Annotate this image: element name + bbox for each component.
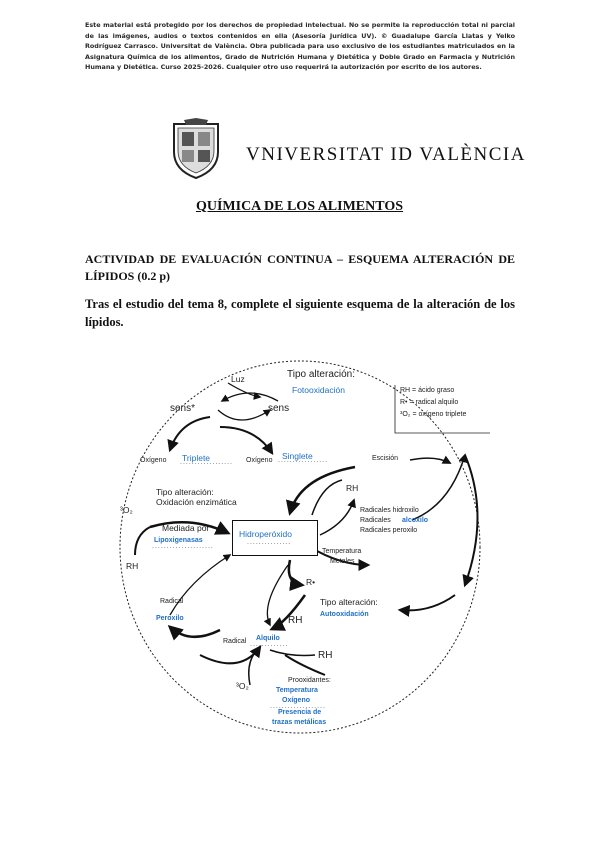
- tipo-alteracion-label: Tipo alteración:: [287, 369, 355, 380]
- tipo-alteracion-label-2: Tipo alteración:: [156, 487, 214, 497]
- rh-label-3: RH: [318, 650, 333, 661]
- alquilo-answer: Alquilo: [256, 635, 280, 642]
- rh-label-1: RH: [346, 483, 359, 493]
- singlete-answer: Singlete: [282, 451, 313, 461]
- radical-label-2: Radical: [223, 638, 247, 645]
- page-title: QUÍMICA DE LOS ALIMENTOS: [195, 199, 404, 214]
- hidroperoxido-blank: ...............: [247, 539, 292, 546]
- rh-left-label: RH: [126, 561, 139, 571]
- triplete-blank: ..................: [180, 459, 234, 466]
- tipo-alteracion-label-3: Tipo alteración:: [320, 597, 378, 607]
- luz-label: Luz: [231, 374, 245, 384]
- activity-heading: ACTIVIDAD DE EVALUACIÓN CONTINUA – ESQUE…: [85, 252, 515, 283]
- fotooxidacion-answer: Fotooxidación: [292, 385, 345, 395]
- o2-bottom-label: ³O₂: [236, 681, 249, 691]
- hidroperoxido-answer: Hidroperóxido: [239, 529, 292, 539]
- radicales-hidroxilo-label: Radicales hidroxilo: [360, 507, 419, 514]
- o2-left-label: ³O₂: [120, 505, 133, 515]
- university-crest-icon: [173, 118, 219, 180]
- alcoxilo-answer: alcoxilo: [402, 517, 429, 524]
- oxigeno-answer: Oxígeno: [282, 697, 311, 704]
- temperatura-label: Temperatura: [322, 548, 362, 555]
- peroxilo-answer: Peroxilo: [156, 615, 184, 622]
- trazas-answer: trazas metálicas: [272, 719, 327, 726]
- temperatura-answer: Temperatura: [276, 687, 318, 694]
- lipoxigenasas-blank: .....................: [152, 543, 214, 550]
- copyright-notice: Este material está protegido por los der…: [85, 21, 515, 71]
- r-dot-label: R•: [306, 577, 316, 587]
- escision-label: Escisión: [372, 455, 399, 462]
- lipid-alteration-diagram: Luz Tipo alteración: Fotooxidación sens*…: [110, 355, 490, 740]
- diagram-arrows: [119, 360, 490, 734]
- mediada-por-label: Mediada por: [162, 523, 210, 533]
- oxigeno-label-1: Oxígeno: [140, 457, 167, 464]
- legend-oxygen: ³O₂ = oxígeno triplete: [400, 411, 467, 418]
- prooxidantes-label: Prooxidantes:: [288, 677, 331, 684]
- sens-star-label: sens*: [170, 403, 196, 414]
- autooxidacion-answer: Autooxidación: [320, 611, 369, 618]
- hydroperoxide-box: Hidroperóxido ...............: [232, 520, 318, 556]
- radicales-peroxilo-label: Radicales peroxilo: [360, 527, 418, 534]
- oxigeno-label-2: Oxígeno: [246, 457, 273, 464]
- oxigeno-blank: ...................: [270, 703, 326, 710]
- legend-rh: RH = ácido graso: [400, 387, 455, 394]
- singlete-blank: .................: [278, 457, 329, 464]
- alquilo-blank: .............: [250, 641, 289, 648]
- university-header: VNIVERSITAT ID VALÈNCIA: [170, 118, 524, 190]
- oxidacion-enzimatica-label: Oxidación enzimática: [156, 497, 237, 507]
- sens-label: sens: [268, 403, 290, 414]
- rh-label-2: RH: [288, 615, 303, 626]
- triplete-answer: Triplete: [182, 453, 211, 463]
- lipoxigenasas-answer: Lipoxigenasas: [154, 537, 203, 544]
- radicales-label: Radicales: [360, 517, 391, 524]
- university-name: VNIVERSITAT ID VALÈNCIA: [246, 144, 526, 165]
- instructions: Tras el estudio del tema 8, complete el …: [85, 297, 515, 329]
- presencia-answer: Presencia de: [278, 709, 322, 716]
- legend-radical: R• = radical alquilo: [400, 399, 459, 406]
- metales-label: Metales: [330, 558, 355, 565]
- radical-label-1: Radical: [160, 598, 184, 605]
